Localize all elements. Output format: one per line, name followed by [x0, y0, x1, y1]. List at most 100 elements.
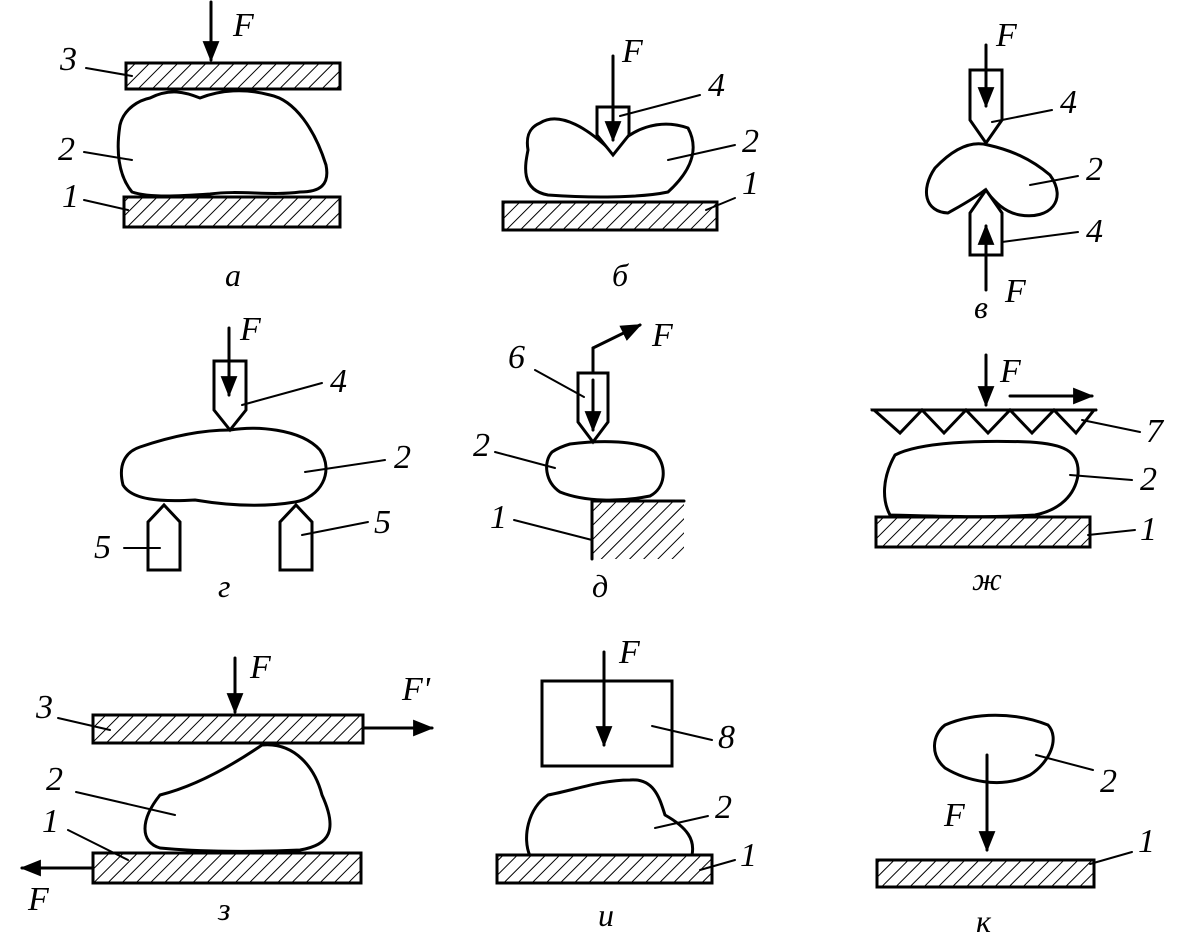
- leader-1: [1089, 851, 1133, 865]
- leader-1: [1087, 529, 1136, 536]
- scheme-a: F 3 2 1 а: [58, 0, 342, 293]
- leader-3: [85, 67, 133, 77]
- force-label-bottom: F: [1004, 273, 1027, 310]
- label-4-bottom: 4: [1086, 213, 1103, 250]
- specimen: [116, 89, 329, 198]
- scheme-b: F 4 2 1 б: [501, 33, 759, 293]
- scheme-zh: F 7 2 1 ж: [870, 353, 1165, 597]
- specimen: [883, 439, 1080, 519]
- force-label-top: F: [995, 17, 1018, 54]
- label-1: 1: [42, 803, 59, 840]
- label-3: 3: [35, 689, 53, 726]
- leader-2: [1069, 474, 1133, 481]
- scheme-i: F 8 2 1 и: [495, 634, 757, 933]
- force-prime-label: F': [401, 671, 431, 708]
- caption-k: к: [976, 903, 992, 939]
- leader-3: [57, 717, 111, 731]
- caption-a: а: [225, 257, 241, 293]
- bottom-plate: [495, 853, 714, 885]
- label-5-left: 5: [94, 529, 111, 566]
- force-label: F: [232, 7, 255, 44]
- support-5-right: [278, 502, 314, 572]
- scheme-v: F F 4 2 4 в: [925, 17, 1103, 325]
- support-1-hatch: [592, 501, 684, 559]
- label-2: 2: [473, 427, 490, 464]
- leader-4-bottom: [1001, 231, 1079, 243]
- leader-7: [1081, 419, 1141, 433]
- leader-2: [83, 151, 133, 161]
- label-2: 2: [1086, 151, 1103, 188]
- specimen: [119, 426, 328, 507]
- leader-4-top: [991, 109, 1053, 123]
- label-3: 3: [59, 41, 77, 78]
- leader-2: [1035, 754, 1094, 771]
- leader-1: [705, 197, 736, 211]
- top-plate: [124, 61, 342, 91]
- leader-2: [1029, 175, 1079, 186]
- leader-6: [534, 369, 585, 398]
- label-2: 2: [46, 761, 63, 798]
- caption-v: в: [974, 289, 988, 325]
- label-2: 2: [1100, 763, 1117, 800]
- caption-i: и: [598, 897, 614, 933]
- caption-g: г: [218, 568, 230, 604]
- support-5-left: [146, 502, 182, 572]
- leader-4: [619, 94, 701, 117]
- scheme-d: F 6 2 1 д: [473, 317, 686, 604]
- bottom-plate: [874, 515, 1092, 549]
- caption-zh: ж: [972, 561, 1002, 597]
- force-label: F: [651, 317, 674, 354]
- label-8: 8: [718, 719, 735, 756]
- label-5-right: 5: [374, 504, 391, 541]
- label-4-top: 4: [1060, 84, 1077, 121]
- scheme-z: F F' F 3 2 1 з: [19, 649, 435, 927]
- leader-2: [304, 459, 386, 473]
- label-1: 1: [490, 499, 507, 536]
- force-label: F: [999, 353, 1022, 390]
- force-label-left: F: [27, 881, 50, 918]
- force-label: F: [618, 634, 641, 671]
- label-1: 1: [1138, 823, 1155, 860]
- bottom-plate: [91, 851, 363, 885]
- leader-1: [83, 199, 129, 211]
- scheme-g: F 4 2 5 5 г: [94, 311, 411, 604]
- label-1: 1: [1140, 511, 1157, 548]
- leader-8: [651, 725, 713, 741]
- label-2: 2: [715, 789, 732, 826]
- leader-5-right: [301, 521, 369, 536]
- specimen: [525, 778, 695, 859]
- scheme-k: F 2 1 к: [875, 713, 1155, 939]
- force-label: F: [943, 797, 966, 834]
- leader-2: [494, 451, 556, 469]
- specimen: [933, 713, 1055, 784]
- label-7: 7: [1146, 413, 1165, 450]
- label-4: 4: [708, 67, 725, 104]
- leader-1: [513, 519, 593, 541]
- label-4: 4: [330, 363, 347, 400]
- label-2: 2: [1140, 461, 1157, 498]
- force-label: F: [239, 311, 262, 348]
- leader-2: [75, 791, 176, 816]
- specimen: [545, 440, 665, 502]
- leader-2: [654, 815, 709, 829]
- specimen: [143, 743, 332, 853]
- leader-2: [667, 144, 736, 161]
- label-1: 1: [62, 178, 79, 215]
- label-1: 1: [740, 837, 757, 874]
- force-label: F: [621, 33, 644, 70]
- bottom-plate: [875, 858, 1096, 889]
- bottom-plate: [501, 200, 719, 232]
- leader-4: [241, 382, 323, 406]
- label-2: 2: [742, 123, 759, 160]
- file-7-teeth: [870, 407, 1098, 436]
- leader-1: [67, 829, 129, 861]
- caption-d: д: [592, 568, 608, 604]
- force-arrow-out: [591, 323, 642, 350]
- label-1: 1: [742, 165, 759, 202]
- force-label-down: F: [249, 649, 272, 686]
- weight-8: [540, 679, 674, 768]
- label-2: 2: [394, 439, 411, 476]
- top-plate: [91, 713, 365, 745]
- label-2: 2: [58, 131, 75, 168]
